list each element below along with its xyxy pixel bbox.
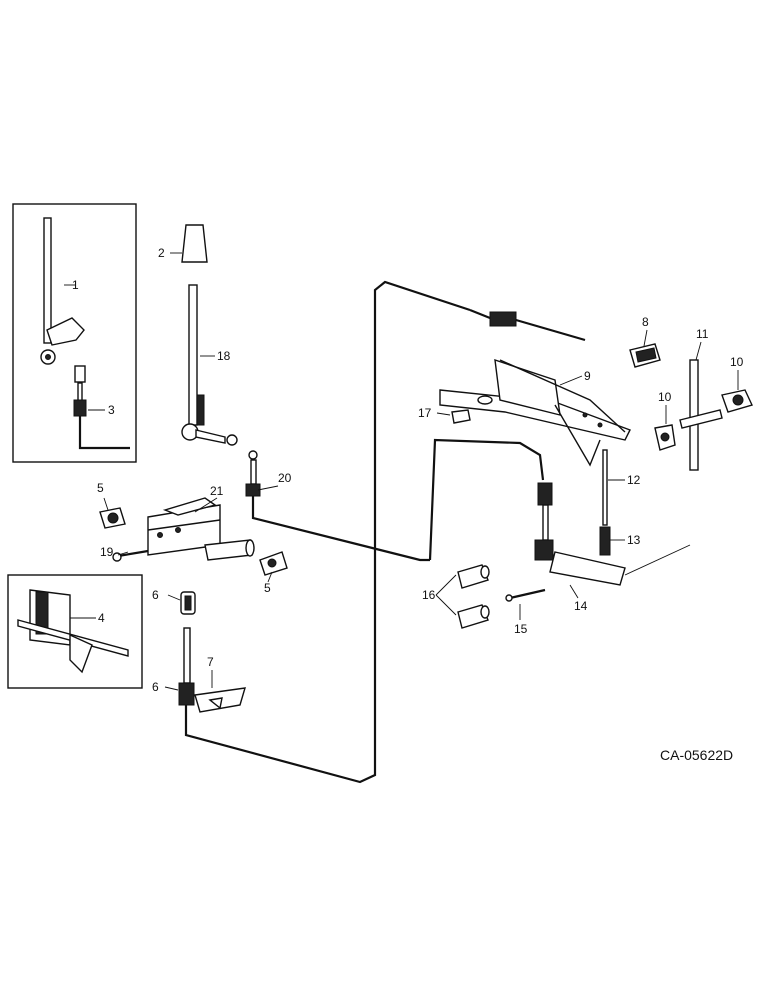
callout-19: 19 [100, 545, 114, 559]
part-7-plate [194, 687, 246, 713]
part-8-connector-right [629, 343, 661, 368]
part-10-washer-center [654, 424, 676, 451]
callout-2: 2 [158, 246, 165, 260]
callout-11: 11 [696, 327, 709, 341]
inset-box-upper [12, 203, 137, 463]
part-19-pin [112, 549, 149, 562]
callout-15: 15 [514, 622, 528, 636]
part-18-shift-lever [181, 284, 238, 446]
part-5-bushing-right [259, 551, 288, 576]
callout-5-right: 5 [264, 581, 271, 595]
upper-cable-assembly [469, 308, 586, 342]
middle-cable-assembly [428, 438, 553, 561]
part-2-knob [181, 224, 208, 263]
callout-7: 7 [207, 655, 214, 669]
callout-14: 14 [574, 599, 588, 613]
callout-16: 16 [422, 588, 436, 602]
part-10-washer-right [721, 389, 753, 413]
part-1-lever [40, 217, 85, 365]
callout-6-upper: 6 [152, 588, 159, 602]
callout-12: 12 [627, 473, 641, 487]
part-20-rod [245, 450, 430, 562]
part-5-bushing-left [99, 507, 126, 529]
part-3-clevis-rod [73, 365, 130, 450]
part-8-connector-left [180, 591, 196, 615]
leader-lines [64, 252, 739, 691]
part-12-rod [602, 449, 608, 526]
part-15-pin [505, 588, 546, 602]
part-11-arm [679, 359, 723, 471]
part-21-pivot-bracket [147, 497, 255, 561]
callout-20: 20 [278, 471, 292, 485]
part-16-sleeve-lower [457, 604, 490, 629]
part-13-stud [599, 526, 611, 556]
callout-3: 3 [108, 403, 115, 417]
part-16-sleeve-upper [457, 564, 490, 589]
part-14-lever [534, 539, 691, 586]
part-4-bracket [17, 589, 129, 674]
callout-1: 1 [72, 278, 79, 292]
callout-13: 13 [627, 533, 641, 547]
callout-21: 21 [210, 484, 224, 498]
inset-box-lower [7, 574, 143, 689]
callout-18: 18 [217, 349, 231, 363]
callout-4: 4 [98, 611, 105, 625]
part-17-plate [451, 409, 471, 424]
callout-17: 17 [418, 406, 432, 420]
callout-10-center: 10 [658, 390, 672, 404]
drawing-code: CA-05622D [660, 747, 733, 763]
callout-6-lower: 6 [152, 680, 159, 694]
callout-8: 8 [642, 315, 649, 329]
callout-9: 9 [584, 369, 591, 383]
callout-5-left: 5 [97, 481, 104, 495]
part-9-mounting-bracket [439, 358, 631, 467]
callout-10-right: 10 [730, 355, 744, 369]
part-6-cable-fitting [178, 280, 471, 784]
